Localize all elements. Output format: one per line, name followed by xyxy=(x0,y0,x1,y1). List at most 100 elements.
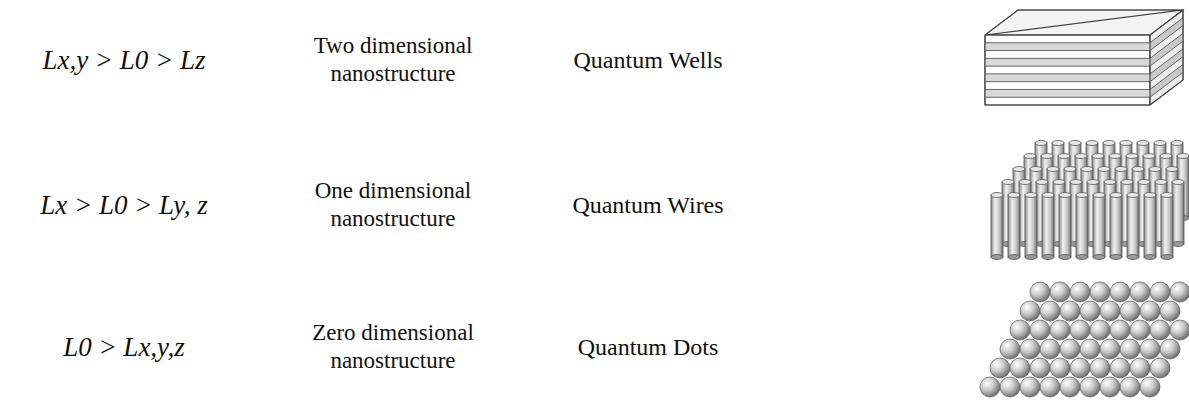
wire-body xyxy=(1161,195,1173,257)
wire-top xyxy=(1052,141,1064,146)
dot-sphere xyxy=(1130,282,1150,302)
layer-line xyxy=(985,89,1150,90)
wire-body xyxy=(1025,195,1037,257)
dot-sphere xyxy=(1170,320,1189,340)
dot-sphere xyxy=(1030,320,1050,340)
size-condition: Lx > L0 > Ly, z xyxy=(40,189,208,221)
wire-top xyxy=(1127,193,1139,198)
wire-top xyxy=(1059,193,1071,198)
wire-top xyxy=(1132,167,1144,172)
wire-top xyxy=(1087,180,1099,185)
layer-line xyxy=(985,66,1150,67)
wire-top xyxy=(1030,167,1042,172)
dot-sphere xyxy=(1130,320,1150,340)
wire-base xyxy=(1008,255,1020,260)
wire-top xyxy=(1149,167,1161,172)
wire-top xyxy=(1013,167,1025,172)
dot-sphere xyxy=(1070,282,1090,302)
layer-line xyxy=(985,73,1150,74)
dot-sphere xyxy=(1060,339,1080,359)
wire-top xyxy=(1121,180,1133,185)
wire-top xyxy=(1002,180,1014,185)
dimension-label: Two dimensional nanostructure xyxy=(293,32,493,87)
dot-sphere xyxy=(1120,301,1140,321)
layer-band xyxy=(985,74,1150,82)
dot-sphere xyxy=(1020,377,1040,397)
quantum-wire-array xyxy=(991,141,1189,260)
wire-top xyxy=(1120,141,1132,146)
dot-sphere xyxy=(990,358,1010,378)
wire-top xyxy=(1019,180,1031,185)
wire-top xyxy=(1155,180,1167,185)
wire-body xyxy=(1127,195,1139,257)
wire-top xyxy=(1042,193,1054,198)
dot-sphere xyxy=(1070,320,1090,340)
dot-sphere xyxy=(1090,358,1110,378)
wire-top xyxy=(1092,154,1104,159)
dot-sphere xyxy=(1030,358,1050,378)
layer-band xyxy=(985,58,1150,66)
wire-top xyxy=(1024,154,1036,159)
wire-base xyxy=(1076,255,1088,260)
wire-body xyxy=(991,195,1003,257)
wire-body xyxy=(1144,195,1156,257)
size-condition: Lx,y > L0 > Lz xyxy=(42,44,205,76)
dot-sphere xyxy=(1060,301,1080,321)
dot-sphere xyxy=(1000,377,1020,397)
wire-top xyxy=(1076,193,1088,198)
dot-sphere xyxy=(1020,339,1040,359)
dot-sphere xyxy=(1010,320,1030,340)
wire-top xyxy=(1171,141,1183,146)
wire-base xyxy=(991,255,1003,260)
wire-top xyxy=(1103,141,1115,146)
dot-sphere xyxy=(1080,301,1100,321)
wire-top xyxy=(991,193,1003,198)
dot-sphere xyxy=(1080,377,1100,397)
dot-sphere xyxy=(1150,320,1170,340)
size-condition: L0 > Lx,y,z xyxy=(63,331,185,363)
wire-top xyxy=(1035,141,1047,146)
dot-sphere xyxy=(1110,320,1130,340)
wire-top xyxy=(1177,154,1189,159)
wire-top xyxy=(1144,193,1156,198)
dot-sphere xyxy=(1000,339,1020,359)
structure-name: Quantum Dots xyxy=(578,333,719,362)
layer-line xyxy=(985,81,1150,82)
layer-line xyxy=(985,50,1150,51)
wire-body xyxy=(1042,195,1054,257)
layer-band xyxy=(985,43,1150,51)
layer-line xyxy=(985,97,1150,98)
structure-name: Quantum Wells xyxy=(574,46,723,75)
wire-top xyxy=(1058,154,1070,159)
wire-base xyxy=(1172,242,1184,247)
wire-top xyxy=(1081,167,1093,172)
layer-line xyxy=(1150,72,1183,97)
wire-top xyxy=(1086,141,1098,146)
wire-body xyxy=(1110,195,1122,257)
slab-outline xyxy=(1149,35,1150,105)
wire-top xyxy=(1008,193,1020,198)
dot-sphere xyxy=(1040,339,1060,359)
dot-sphere xyxy=(1100,301,1120,321)
wire-body xyxy=(1076,195,1088,257)
dot-sphere xyxy=(1150,282,1170,302)
dot-sphere xyxy=(1170,282,1189,302)
dot-sphere xyxy=(1050,282,1070,302)
wire-base xyxy=(1059,255,1071,260)
wire-top xyxy=(1143,154,1155,159)
wire-base xyxy=(1025,255,1037,260)
wire-top xyxy=(1126,154,1138,159)
dot-sphere xyxy=(1050,320,1070,340)
wire-top xyxy=(1166,167,1178,172)
wire-body xyxy=(1093,195,1105,257)
dot-sphere xyxy=(1030,282,1050,302)
dot-sphere xyxy=(1140,377,1160,397)
dot-sphere xyxy=(1080,339,1100,359)
dot-sphere xyxy=(1090,282,1110,302)
layer-line xyxy=(985,42,1150,43)
wire-top xyxy=(1064,167,1076,172)
wire-top xyxy=(1098,167,1110,172)
layer-line xyxy=(985,58,1150,59)
wire-base xyxy=(1042,255,1054,260)
wire-top xyxy=(1172,180,1184,185)
